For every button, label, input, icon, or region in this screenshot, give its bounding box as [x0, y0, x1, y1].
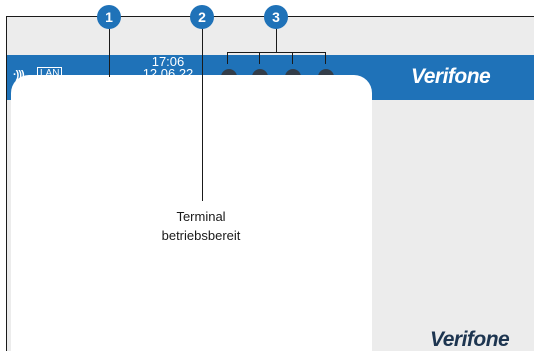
callout-3-drop-3: [292, 52, 293, 64]
verifone-logo-bottom: Verifone: [430, 328, 510, 351]
callout-badge-2: 2: [190, 5, 214, 29]
verifone-logo-top: Verifone: [411, 65, 491, 88]
callout-3-drop-4: [325, 52, 326, 64]
callout-3-stem: [276, 28, 277, 52]
callout-2-line: [202, 25, 203, 201]
main-screen-card: [11, 75, 372, 351]
message-line-2: betriebsbereit: [161, 228, 241, 243]
wifi-signal-icon: ·))): [13, 69, 25, 81]
status-message: Terminal betriebsbereit: [126, 207, 276, 245]
callout-3-bracket: [227, 52, 326, 53]
message-line-1: Terminal: [176, 209, 226, 224]
callout-badge-1: 1: [97, 5, 121, 29]
time-label: 17:06: [151, 54, 185, 69]
callout-badge-3: 3: [264, 5, 288, 29]
callout-1-line: [109, 25, 110, 77]
callout-3-drop-1: [227, 52, 228, 64]
callout-3-drop-2: [259, 52, 260, 64]
